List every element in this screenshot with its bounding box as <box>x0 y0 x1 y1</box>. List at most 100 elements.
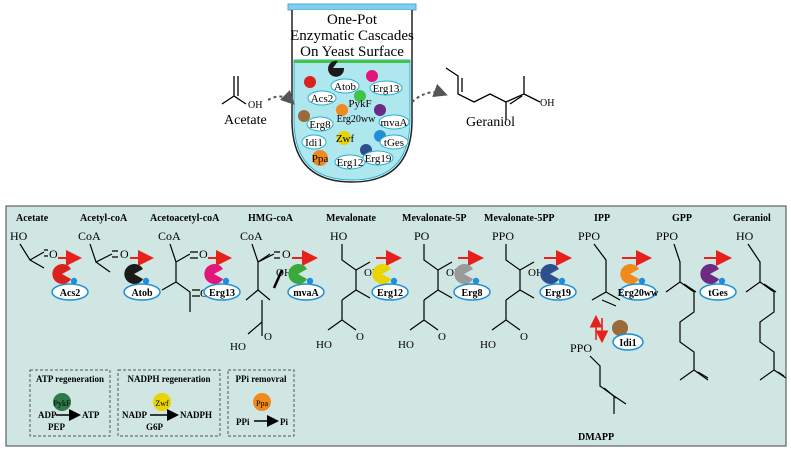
enzyme-icon <box>288 264 307 284</box>
atp-regeneration-box: ATP regeneration PykF ADP ATP PEP <box>29 369 111 437</box>
beaker-enzyme-atob: Atob <box>328 60 360 94</box>
enzyme-label: Erg20ww <box>618 288 659 299</box>
structure-mevalonate-5pp: PPO OH O HO <box>480 229 544 351</box>
svg-text:PPO: PPO <box>492 229 514 243</box>
beaker-title-line-2: Enzymatic Cascades <box>290 28 414 44</box>
atp-enzyme: PykF <box>54 399 71 408</box>
beaker-enzyme-idi1: Idi1 <box>301 134 327 150</box>
svg-text:mvaA: mvaA <box>381 117 408 129</box>
compound-gpp: GPP <box>672 213 692 224</box>
svg-text:HO: HO <box>736 229 754 243</box>
structure-gpp: PPO <box>656 229 709 381</box>
enzyme-icon <box>124 264 143 284</box>
svg-text:PPO: PPO <box>578 229 600 243</box>
svg-text:O: O <box>356 331 364 343</box>
svg-text:Erg8: Erg8 <box>309 119 331 131</box>
svg-text:Ppa: Ppa <box>312 153 329 165</box>
svg-text:CoA: CoA <box>240 229 263 243</box>
ppi-out: Pi <box>280 417 288 427</box>
svg-text:O: O <box>199 247 208 261</box>
ppi-removal-box: PPi removral Ppa PPi Pi <box>227 369 295 437</box>
atp-regeneration-title: ATP regeneration <box>36 374 104 384</box>
beaker-enzyme-mvaa: mvaA <box>374 104 410 130</box>
enzyme-icon <box>372 264 391 284</box>
structure-ipp: PPO <box>578 229 621 307</box>
arrow-in <box>267 89 295 105</box>
beaker-enzyme-erg20ww: Erg20ww <box>336 104 376 125</box>
svg-text:HO: HO <box>316 339 332 351</box>
beaker-lid <box>287 3 417 11</box>
enzyme-icon <box>52 264 71 284</box>
beaker-enzyme-erg12: Erg12 <box>334 154 366 170</box>
atp-sub: PEP <box>48 422 66 432</box>
svg-text:Erg20ww: Erg20ww <box>337 114 376 125</box>
enzyme-label: Erg8 <box>461 288 482 299</box>
svg-text:O: O <box>438 331 446 343</box>
enzyme-badge-erg12: Erg12 <box>371 264 409 301</box>
svg-text:Atob: Atob <box>334 81 357 93</box>
enzyme-badge-tges: tGes <box>699 264 737 301</box>
ppi-removal-title: PPi removral <box>235 374 287 384</box>
enzyme-icon <box>540 264 559 284</box>
atp-out: ATP <box>82 410 100 420</box>
nadph-regeneration-box: NADPH regeneration Zwf NADP NADPH G6P <box>117 369 221 437</box>
enzyme-icon <box>620 264 639 284</box>
enzyme-badge-erg19: Erg19 <box>539 264 577 301</box>
enzyme-label: tGes <box>708 288 728 299</box>
enzyme-badge-erg13: Erg13 <box>203 264 241 301</box>
enzyme-label: Erg19 <box>545 288 571 299</box>
svg-text:Erg19: Erg19 <box>365 153 392 165</box>
svg-text:O: O <box>120 247 129 261</box>
nadph-in: NADP <box>122 410 147 420</box>
atp-in: ADP <box>38 410 57 420</box>
top-geraniol: OH Geraniol <box>445 67 554 130</box>
compound-hmg-coa: HMG-coA <box>248 213 294 224</box>
compound-mevalonate-5pp: Mevalonate-5PP <box>484 213 555 224</box>
ppi-in: PPi <box>236 417 250 427</box>
compound-mevalonate: Mevalonate <box>326 213 377 224</box>
nadph-regeneration-title: NADPH regeneration <box>127 374 210 384</box>
structure-acetyl-coa: CoA O <box>78 229 129 273</box>
svg-text:HO: HO <box>330 229 348 243</box>
beaker-enzyme-erg13: Erg13 <box>366 70 403 96</box>
enzyme-icon <box>612 320 628 336</box>
beaker-enzyme-zwf: Zwf <box>336 131 354 145</box>
beaker-enzyme-pykf: PykF <box>348 90 372 110</box>
compound-geraniol: Geraniol <box>733 213 771 224</box>
beaker-enzyme-tges: tGes <box>374 130 409 150</box>
enzyme-label: Atob <box>131 288 153 299</box>
svg-text:Acs2: Acs2 <box>311 93 334 105</box>
enzyme-label: mvaA <box>293 288 319 299</box>
svg-text:OH: OH <box>528 267 544 279</box>
structure-geraniol: HO <box>736 229 787 381</box>
svg-text:tGes: tGes <box>384 137 404 149</box>
top-acetate: OH Acetate <box>221 76 267 128</box>
pathway-panel <box>5 205 787 447</box>
nadph-out: NADPH <box>180 410 212 420</box>
ppi-enzyme: Ppa <box>256 399 268 408</box>
nadph-enzyme: Zwf <box>155 399 169 408</box>
svg-text:HO: HO <box>480 339 496 351</box>
beaker-enzyme-erg8: Erg8 <box>298 110 334 132</box>
svg-text:HO: HO <box>10 229 28 243</box>
compound-mevalonate-5p: Mevalonate-5P <box>402 213 466 224</box>
svg-text:O: O <box>520 331 528 343</box>
svg-text:Idi1: Idi1 <box>305 137 323 149</box>
top-geraniol-label: Geraniol <box>466 115 515 130</box>
compound-ipp: IPP <box>594 213 610 224</box>
beaker-title-line-3: On Yeast Surface <box>300 44 404 60</box>
svg-text:O: O <box>264 331 272 343</box>
svg-text:O: O <box>49 247 58 261</box>
enzyme-badge-mvaa: mvaA <box>287 264 325 301</box>
beaker-enzyme-erg19: Erg19 <box>360 144 394 166</box>
arrow-out <box>411 83 448 103</box>
enzyme-badge-acs2: Acs2 <box>51 264 89 301</box>
svg-text:CoA: CoA <box>158 229 181 243</box>
structure-acetate: HO O <box>10 229 58 269</box>
enzyme-badge-erg8: Erg8 <box>453 264 491 301</box>
svg-text:HO: HO <box>398 339 414 351</box>
svg-text:PPO: PPO <box>570 341 592 355</box>
enzyme-icon <box>454 264 473 284</box>
beaker-illustration: One-Pot Enzymatic Cascades On Yeast Surf… <box>287 3 417 183</box>
top-geraniol-oh: OH <box>540 98 554 109</box>
